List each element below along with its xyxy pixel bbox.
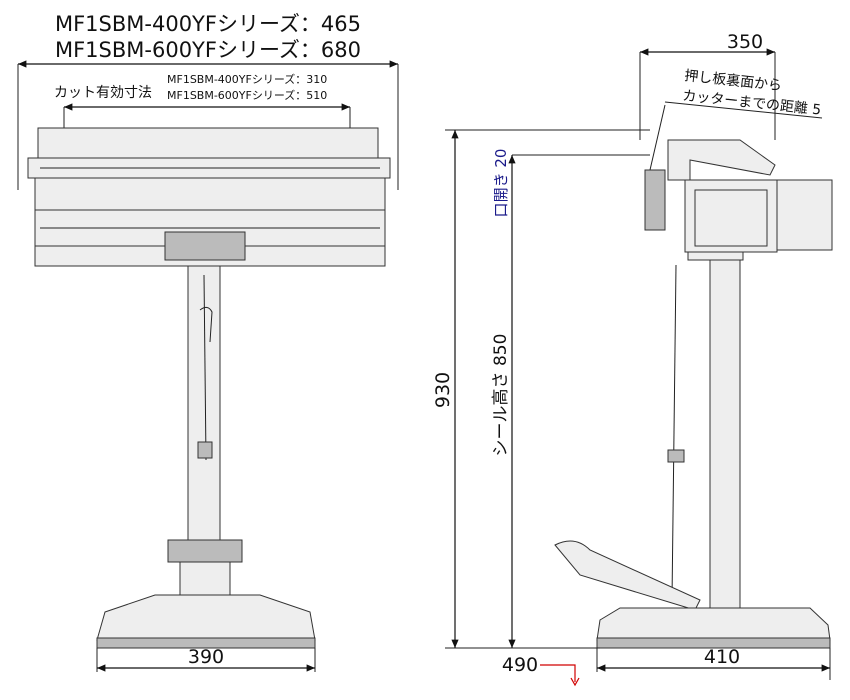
base-depth: 410	[704, 646, 740, 668]
side-upper-arm	[667, 139, 776, 181]
side-pedal	[554, 540, 701, 611]
press-note-line2: カッターまでの距離 5	[682, 87, 822, 118]
cut-600: MF1SBM-600YFシリーズ：510	[167, 88, 327, 102]
front-bracket	[164, 231, 246, 261]
red-arrow-icon	[540, 664, 576, 682]
front-base	[96, 594, 316, 641]
cut-400: MF1SBM-400YFシリーズ：310	[167, 72, 327, 86]
width-title-600: MF1SBM-600YFシリーズ：680	[55, 38, 361, 62]
top-depth: 350	[727, 31, 763, 53]
front-view: MF1SBM-400YFシリーズ：465 MF1SBM-600YFシリーズ：68…	[17, 12, 399, 672]
cut-label: カット有効寸法	[54, 85, 152, 101]
side-column	[709, 259, 741, 616]
side-view: 350 押し板裏面から カッターまでの距離 5 930 シール高さ 850 口開…	[432, 31, 833, 687]
width-title-400: MF1SBM-400YFシリーズ：465	[55, 12, 361, 36]
pedal-offset: 490	[502, 654, 538, 676]
side-base	[596, 607, 831, 641]
front-upper-jaw	[37, 127, 379, 159]
mouth-opening: 口開き 20	[492, 149, 510, 218]
seal-height: シール高さ 850	[491, 334, 511, 457]
total-height: 930	[432, 372, 454, 408]
base-width: 390	[188, 646, 224, 668]
